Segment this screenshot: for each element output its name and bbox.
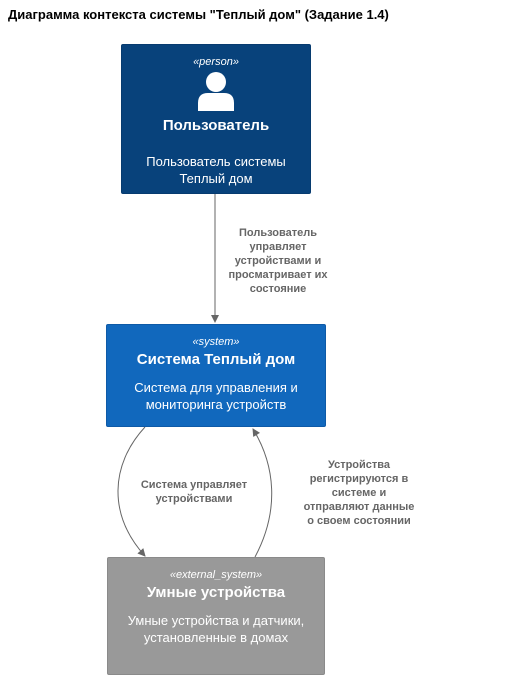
user-name: Пользователь (162, 117, 270, 134)
edge-label-user-to-system: Пользователь управляет устройствами и пр… (228, 227, 328, 295)
system-stereotype: «system» (192, 336, 240, 348)
system-name: Система Теплый дом (136, 351, 296, 368)
edge-label-system-to-devices: Система управляет устройствами (140, 479, 248, 505)
system-description: Система для управления и мониторинга уст… (134, 380, 298, 412)
edge-system-to-devices (117, 426, 146, 557)
devices-name: Умные устройства (146, 584, 286, 601)
person-icon (198, 72, 234, 111)
devices-stereotype: «external_system» (169, 569, 263, 581)
devices-description: Умные устройства и датчики, установленны… (127, 613, 305, 645)
diagram-title: Диаграмма контекста системы "Теплый дом"… (8, 7, 389, 22)
system-node: «system» Система Теплый дом Система для … (106, 324, 326, 427)
user-description: Пользователь системы Теплый дом (146, 154, 286, 186)
devices-node: «external_system» Умные устройства Умные… (107, 557, 325, 675)
user-stereotype: «person» (193, 56, 239, 68)
edge-devices-to-system (252, 428, 273, 558)
edge-label-devices-to-system: Устройства регистрируются в системе и от… (303, 459, 415, 527)
user-node: «person» Пользователь Пользователь систе… (121, 44, 311, 194)
